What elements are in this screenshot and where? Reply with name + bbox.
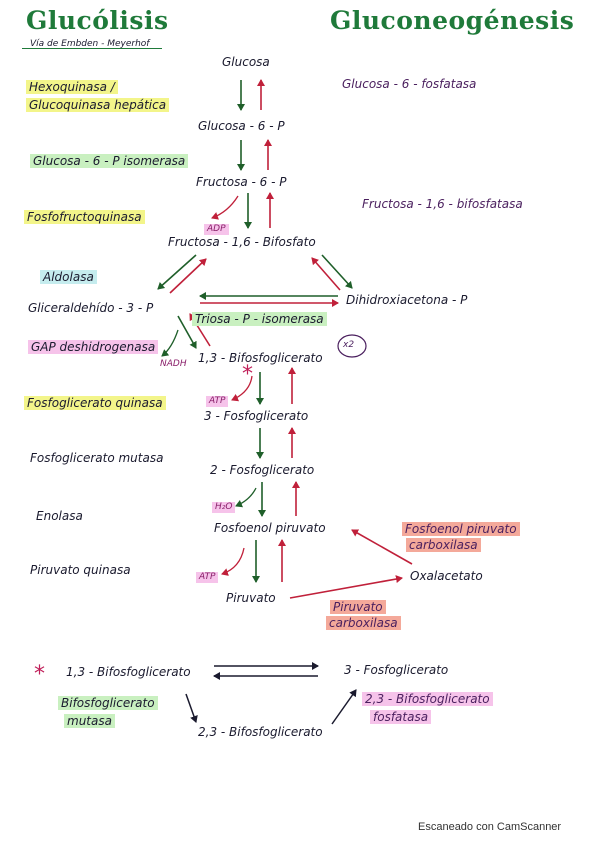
enzyme-piruvato-quinasa: Piruvato quinasa [30,563,131,577]
metabolite-2-fosfoglicerato: 2 - Fosfoglicerato [210,463,315,477]
shunt-2-3-bifosfoglicerato: 2,3 - Bifosfoglicerato [198,725,323,739]
metabolite-1-3-bifosfoglicerato: 1,3 - Bifosfoglicerato [198,351,323,365]
enzyme-pepck-line2: carboxilasa [406,538,481,552]
metabolite-glucosa-6-p: Glucosa - 6 - P [198,119,285,133]
title-glucolisis: Glucólisis [26,6,169,35]
metabolite-glucosa: Glucosa [222,55,270,69]
title-underline [22,48,162,49]
arrow-f16bp-to-gap [157,254,197,290]
title-gluconeogenesis: Gluconeogénesis [330,6,575,35]
metabolite-oxalacetato: Oxalacetato [410,569,483,583]
cofactor-atp-1: ATP [206,396,229,407]
metabolite-fructosa-1-6-bifosfato: Fructosa - 1,6 - Bifosfato [168,235,316,249]
enzyme-glucoquinasa-hepatica: Glucoquinasa hepática [26,98,170,112]
arrow-piruvato-to-oxalacetato [289,575,403,599]
x2-circle [337,334,367,358]
enzyme-gap-deshidrogenasa: GAP deshidrogenasa [28,340,159,354]
star-marker-main: * [242,362,253,387]
shunt-1-3-bifosfoglicerato: 1,3 - Bifosfoglicerato [66,665,191,679]
cofactor-nadh: NADH [160,359,187,369]
x2-label: x2 [343,340,355,350]
arrow-bpg23-to-pg3 [331,689,357,725]
subtitle-embden-meyerhof: Vía de Embden - Meyerhof [30,39,150,49]
enzyme-bifosfoglicerato-fosfatasa-line1: 2,3 - Bifosfoglicerato [362,692,493,706]
arrow-bpg13-to-bpg23 [185,693,198,723]
enzyme-glucosa-6-fosfatasa: Glucosa - 6 - fosfatasa [342,77,477,91]
arrow-atp1-curve [231,375,253,402]
enzyme-fructosa-1-6-bifosfatasa: Fructosa - 1,6 - bifosfatasa [362,197,523,211]
cofactor-atp-2: ATP [196,572,219,583]
metabolite-fructosa-6-p: Fructosa - 6 - P [196,175,287,189]
enzyme-hexoquinasa: Hexoquinasa / [26,80,118,94]
arrow-oxalacetato-to-pep [351,529,413,565]
arrow-dhap-to-f16bp [311,257,341,291]
enzyme-bifosfoglicerato-mutasa-line2: mutasa [64,714,115,728]
enzyme-enolasa: Enolasa [36,509,83,523]
enzyme-triosa-p-isomerasa: Triosa - P - isomerasa [192,312,327,326]
arrow-h2o-curve [235,487,257,508]
arrow-atp2-curve [221,547,245,576]
arrow-gap-to-f16bp [169,258,207,294]
metabolite-gliceraldehido-3-p: Gliceraldehído - 3 - P [28,301,154,315]
enzyme-fosfoglicerato-mutasa: Fosfoglicerato mutasa [30,451,164,465]
arrow-adp-curve [211,195,239,220]
enzyme-piruvato-carboxilasa-line1: Piruvato [330,600,386,614]
camscanner-footer: Escaneado con CamScanner [418,821,562,833]
metabolite-piruvato: Piruvato [226,591,276,605]
cofactor-adp: ADP [204,224,229,235]
shunt-3-fosfoglicerato: 3 - Fosfoglicerato [344,663,449,677]
enzyme-fosfoglicerato-quinasa: Fosfoglicerato quinasa [24,396,166,410]
cofactor-h2o: H₂O [212,502,236,513]
enzyme-bifosfoglicerato-fosfatasa-line2: fosfatasa [370,710,432,724]
arrow-nadh-curve [161,329,179,357]
enzyme-glucosa-6-p-isomerasa: Glucosa - 6 - P isomerasa [30,154,189,168]
metabolite-3-fosfoglicerato: 3 - Fosfoglicerato [204,409,309,423]
enzyme-fosfofructoquinasa: Fosfofructoquinasa [24,210,145,224]
enzyme-pepck-line1: Fosfoenol piruvato [402,522,520,536]
enzyme-aldolasa: Aldolasa [40,270,97,284]
enzyme-piruvato-carboxilasa-line2: carboxilasa [326,616,401,630]
enzyme-bifosfoglicerato-mutasa-line1: Bifosfoglicerato [58,696,158,710]
metabolite-fosfoenol-piruvato: Fosfoenol piruvato [214,521,326,535]
arrow-gap-to-bpg13 [177,315,197,349]
metabolite-dihidroxiacetona-p: Dihidroxiacetona - P [346,293,468,307]
arrow-f16bp-to-dhap [321,254,353,289]
star-marker-shunt: * [34,662,45,687]
